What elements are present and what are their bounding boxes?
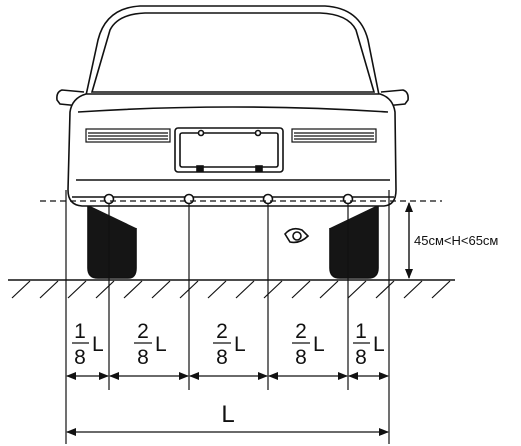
car-roof <box>84 5 381 101</box>
sensor-4 <box>342 193 354 205</box>
car-rear-view <box>56 5 409 279</box>
segment-4-numerator: 2 <box>295 320 307 343</box>
segment-1-numerator: 1 <box>74 320 86 343</box>
extension-lines <box>65 190 390 444</box>
left-wheel <box>87 205 137 279</box>
segment-4-denominator: 8 <box>295 346 307 369</box>
left-mirror <box>56 89 85 107</box>
segment-5-denominator: 8 <box>355 346 367 369</box>
segment-label-1: 1 8 L <box>72 320 104 369</box>
segment-5-numerator: 1 <box>355 320 367 343</box>
sensor-2 <box>183 193 195 205</box>
right-wheel <box>329 205 379 279</box>
segment-3-unit: L <box>234 333 246 356</box>
segment-label-4: 2 8 L <box>292 320 325 369</box>
segment-2-numerator: 2 <box>137 320 149 343</box>
sensor-3 <box>262 193 274 205</box>
car-body <box>67 93 397 207</box>
segment-5-unit: L <box>373 333 385 356</box>
right-tail-light <box>291 128 377 143</box>
segment-2-denominator: 8 <box>137 346 149 369</box>
segment-4-unit: L <box>313 333 325 356</box>
trunk-line <box>77 106 389 113</box>
segment-1-denominator: 8 <box>74 346 86 369</box>
segment-1-unit: L <box>92 333 104 356</box>
segment-3-numerator: 2 <box>216 320 228 343</box>
height-range-label: 45см<H<65см <box>414 233 498 248</box>
ground <box>8 279 455 299</box>
exhaust-pipe <box>284 227 310 244</box>
rear-window <box>90 12 376 93</box>
segment-2-unit: L <box>155 333 167 356</box>
segment-label-5: 1 8 L <box>353 320 385 369</box>
segment-3-denominator: 8 <box>216 346 228 369</box>
license-plate <box>174 127 284 173</box>
right-mirror <box>380 89 409 107</box>
segment-label-3: 2 8 L <box>213 320 246 369</box>
segment-label-2: 2 8 L <box>134 320 167 369</box>
total-width-label: L <box>221 401 234 428</box>
left-tail-light <box>85 128 171 143</box>
sensor-1 <box>103 193 115 205</box>
